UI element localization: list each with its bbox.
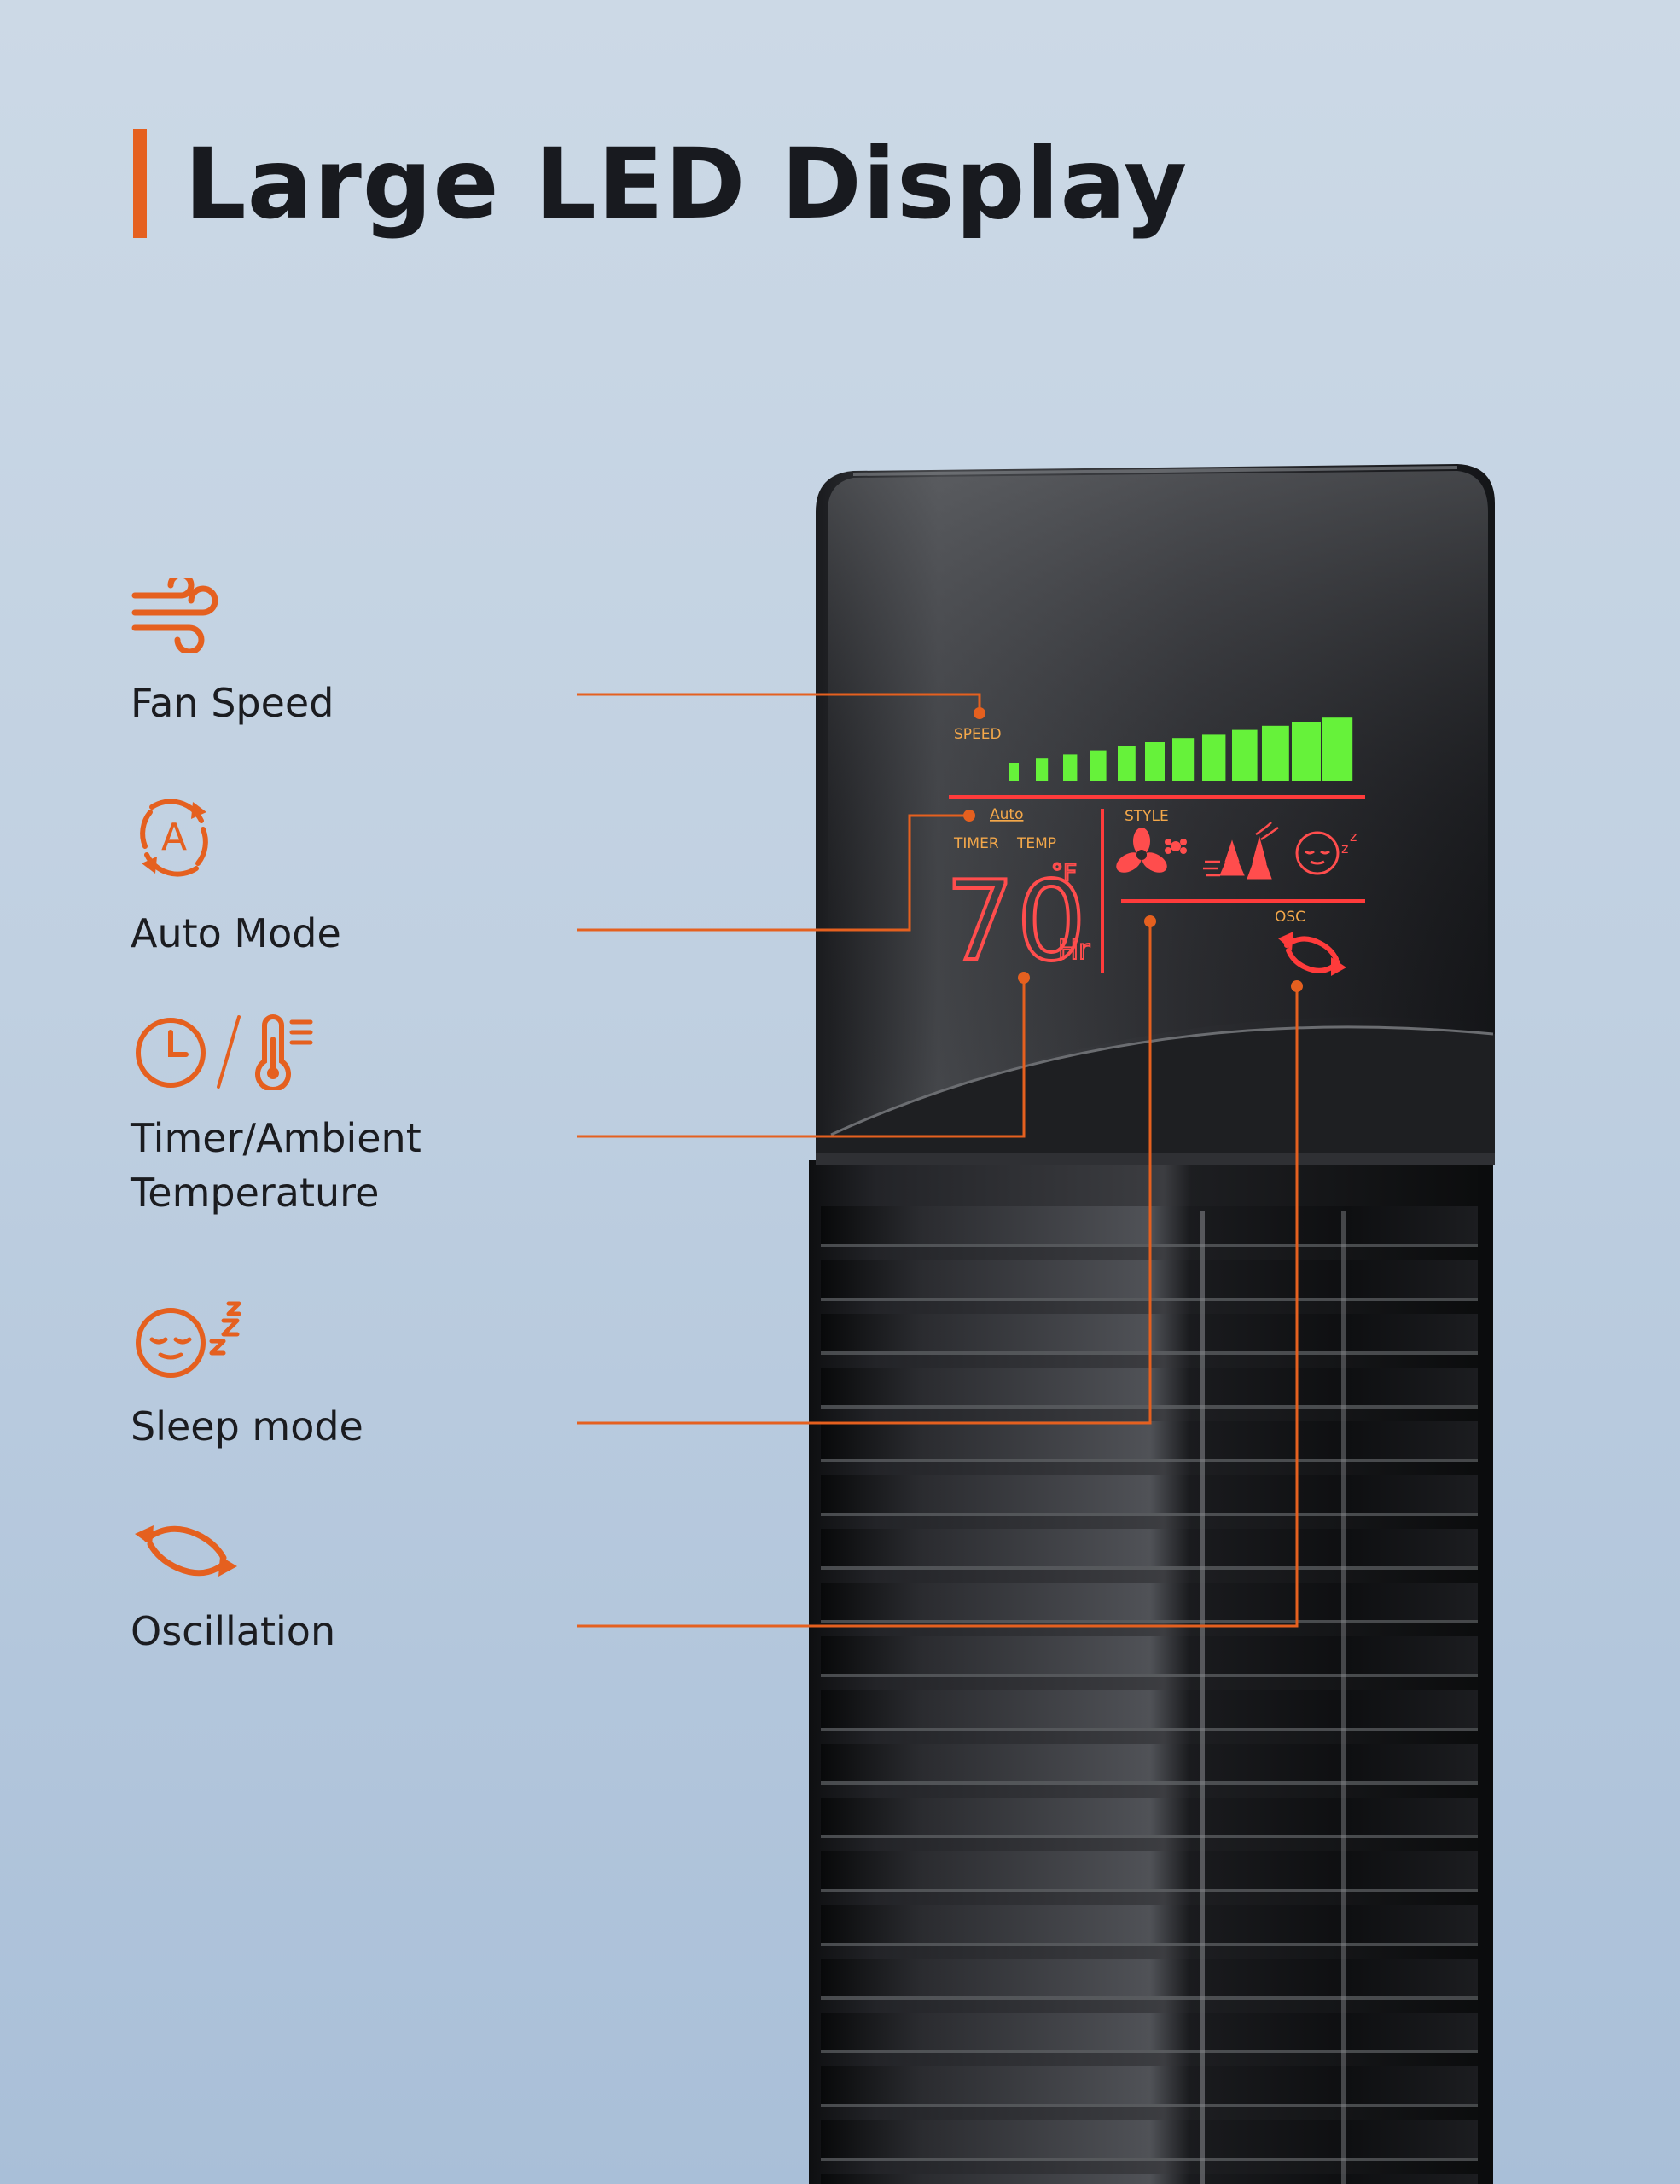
speed-bar xyxy=(1036,758,1049,781)
grille-slat xyxy=(821,1636,1479,1674)
grille-post-left xyxy=(1200,1211,1205,2184)
grille-slat xyxy=(821,1421,1479,1459)
grille-slat-highlight xyxy=(821,1889,1479,1892)
grille-slat xyxy=(821,1851,1479,1889)
timer-label: TIMER xyxy=(953,835,999,852)
speed-bar xyxy=(1232,729,1258,781)
feature-label-timer-line2: Temperature xyxy=(131,1170,380,1216)
grille-slat-highlight xyxy=(821,1244,1479,1247)
title-accent-bar xyxy=(133,129,147,238)
grille-slat-highlight xyxy=(821,1996,1479,2000)
style-label: STYLE xyxy=(1125,808,1169,825)
grille-slat xyxy=(821,1260,1479,1298)
grille-slat-highlight xyxy=(821,1566,1479,1570)
speed-label: SPEED xyxy=(954,726,1002,743)
grille-slat xyxy=(821,1798,1479,1835)
style-sleep-icon xyxy=(1295,831,1340,875)
fan-top-rim xyxy=(816,1153,1495,1165)
speed-bar xyxy=(1172,738,1195,781)
svg-text:A: A xyxy=(161,816,187,859)
clock-icon xyxy=(136,1018,206,1088)
speed-bar xyxy=(1118,746,1136,781)
feature-label-sleep-mode: Sleep mode xyxy=(131,1403,363,1449)
grille-slat xyxy=(821,1475,1479,1513)
grille-slat-highlight xyxy=(821,1943,1479,1946)
fan-grille-slats xyxy=(821,1206,1479,2184)
feature-label-auto-mode: Auto Mode xyxy=(131,910,341,956)
display-divider-bottom xyxy=(1121,899,1365,903)
auto-label: Auto xyxy=(990,806,1023,823)
speed-bar xyxy=(1202,734,1226,781)
speed-bar xyxy=(1292,722,1321,781)
grille-slat-highlight xyxy=(821,1298,1479,1301)
svg-text:z: z xyxy=(1350,828,1357,845)
speed-indicator-bars xyxy=(1009,717,1353,781)
display-divider-top xyxy=(949,795,1365,799)
grille-slat-highlight xyxy=(821,1459,1479,1462)
osc-label: OSC xyxy=(1275,909,1305,926)
style-nature-icon xyxy=(1203,822,1279,880)
fan-right-edge xyxy=(1478,1160,1493,2184)
grille-slat xyxy=(821,1583,1479,1620)
page-title: Large LED Display xyxy=(184,126,1189,241)
style-sleep-zz: z z xyxy=(1341,828,1357,857)
osc-arrows-icon xyxy=(1278,932,1346,976)
grille-slat xyxy=(821,1690,1479,1728)
unit-hours: Hr xyxy=(1058,933,1090,966)
grille-slat-highlight xyxy=(821,1620,1479,1623)
slash-divider xyxy=(217,1015,241,1089)
unit-fahrenheit: °F xyxy=(1051,858,1077,886)
speed-bar xyxy=(1145,742,1165,781)
speed-bar xyxy=(1063,754,1078,781)
speed-bar xyxy=(1322,717,1353,781)
thermometer-icon xyxy=(255,1014,313,1090)
svg-text:z: z xyxy=(1341,840,1348,857)
auto-mode-icon: A xyxy=(140,799,208,877)
grille-slat-highlight xyxy=(821,2050,1479,2053)
grille-slat xyxy=(821,1744,1479,1781)
fan-top-bezel xyxy=(852,466,1458,476)
grille-slat-highlight xyxy=(821,1405,1479,1409)
feature-label-oscillation: Oscillation xyxy=(131,1608,336,1654)
grille-slat-highlight xyxy=(821,1674,1479,1677)
page-title-group: Large LED Display xyxy=(133,126,1188,241)
grille-post-right xyxy=(1341,1211,1346,2184)
grille-slat-highlight xyxy=(821,1781,1479,1785)
style-breeze-icon xyxy=(1165,839,1187,854)
grille-slat xyxy=(821,1905,1479,1943)
grille-slat-highlight xyxy=(821,2158,1479,2161)
feature-label-fan-speed: Fan Speed xyxy=(131,680,334,726)
grille-slat xyxy=(821,1529,1479,1566)
sleep-face-icon xyxy=(136,1301,241,1378)
grille-slat xyxy=(821,1959,1479,1996)
oscillation-icon xyxy=(135,1525,237,1577)
wind-icon xyxy=(131,578,218,653)
speed-bar xyxy=(1262,725,1289,781)
grille-slat xyxy=(821,1206,1479,1244)
grille-slat xyxy=(821,2066,1479,2104)
feature-label-timer-line1: Timer/Ambient xyxy=(131,1115,421,1161)
grille-slat-highlight xyxy=(821,1728,1479,1731)
grille-slat xyxy=(821,2120,1479,2158)
grille-slat xyxy=(821,2013,1479,2050)
grille-slat-highlight xyxy=(821,2104,1479,2107)
grille-slat-highlight xyxy=(821,1513,1479,1516)
grille-slat-highlight xyxy=(821,1351,1479,1355)
style-fan-icon xyxy=(1116,828,1167,873)
speed-bar xyxy=(1090,750,1107,781)
display-divider-vertical xyxy=(1101,809,1104,973)
temp-label: TEMP xyxy=(1016,835,1056,852)
grille-slat xyxy=(821,1368,1479,1405)
speed-bar xyxy=(1009,763,1019,781)
grille-slat-highlight xyxy=(821,1835,1479,1838)
grille-slat xyxy=(821,2174,1479,2184)
grille-slat xyxy=(821,1314,1479,1351)
